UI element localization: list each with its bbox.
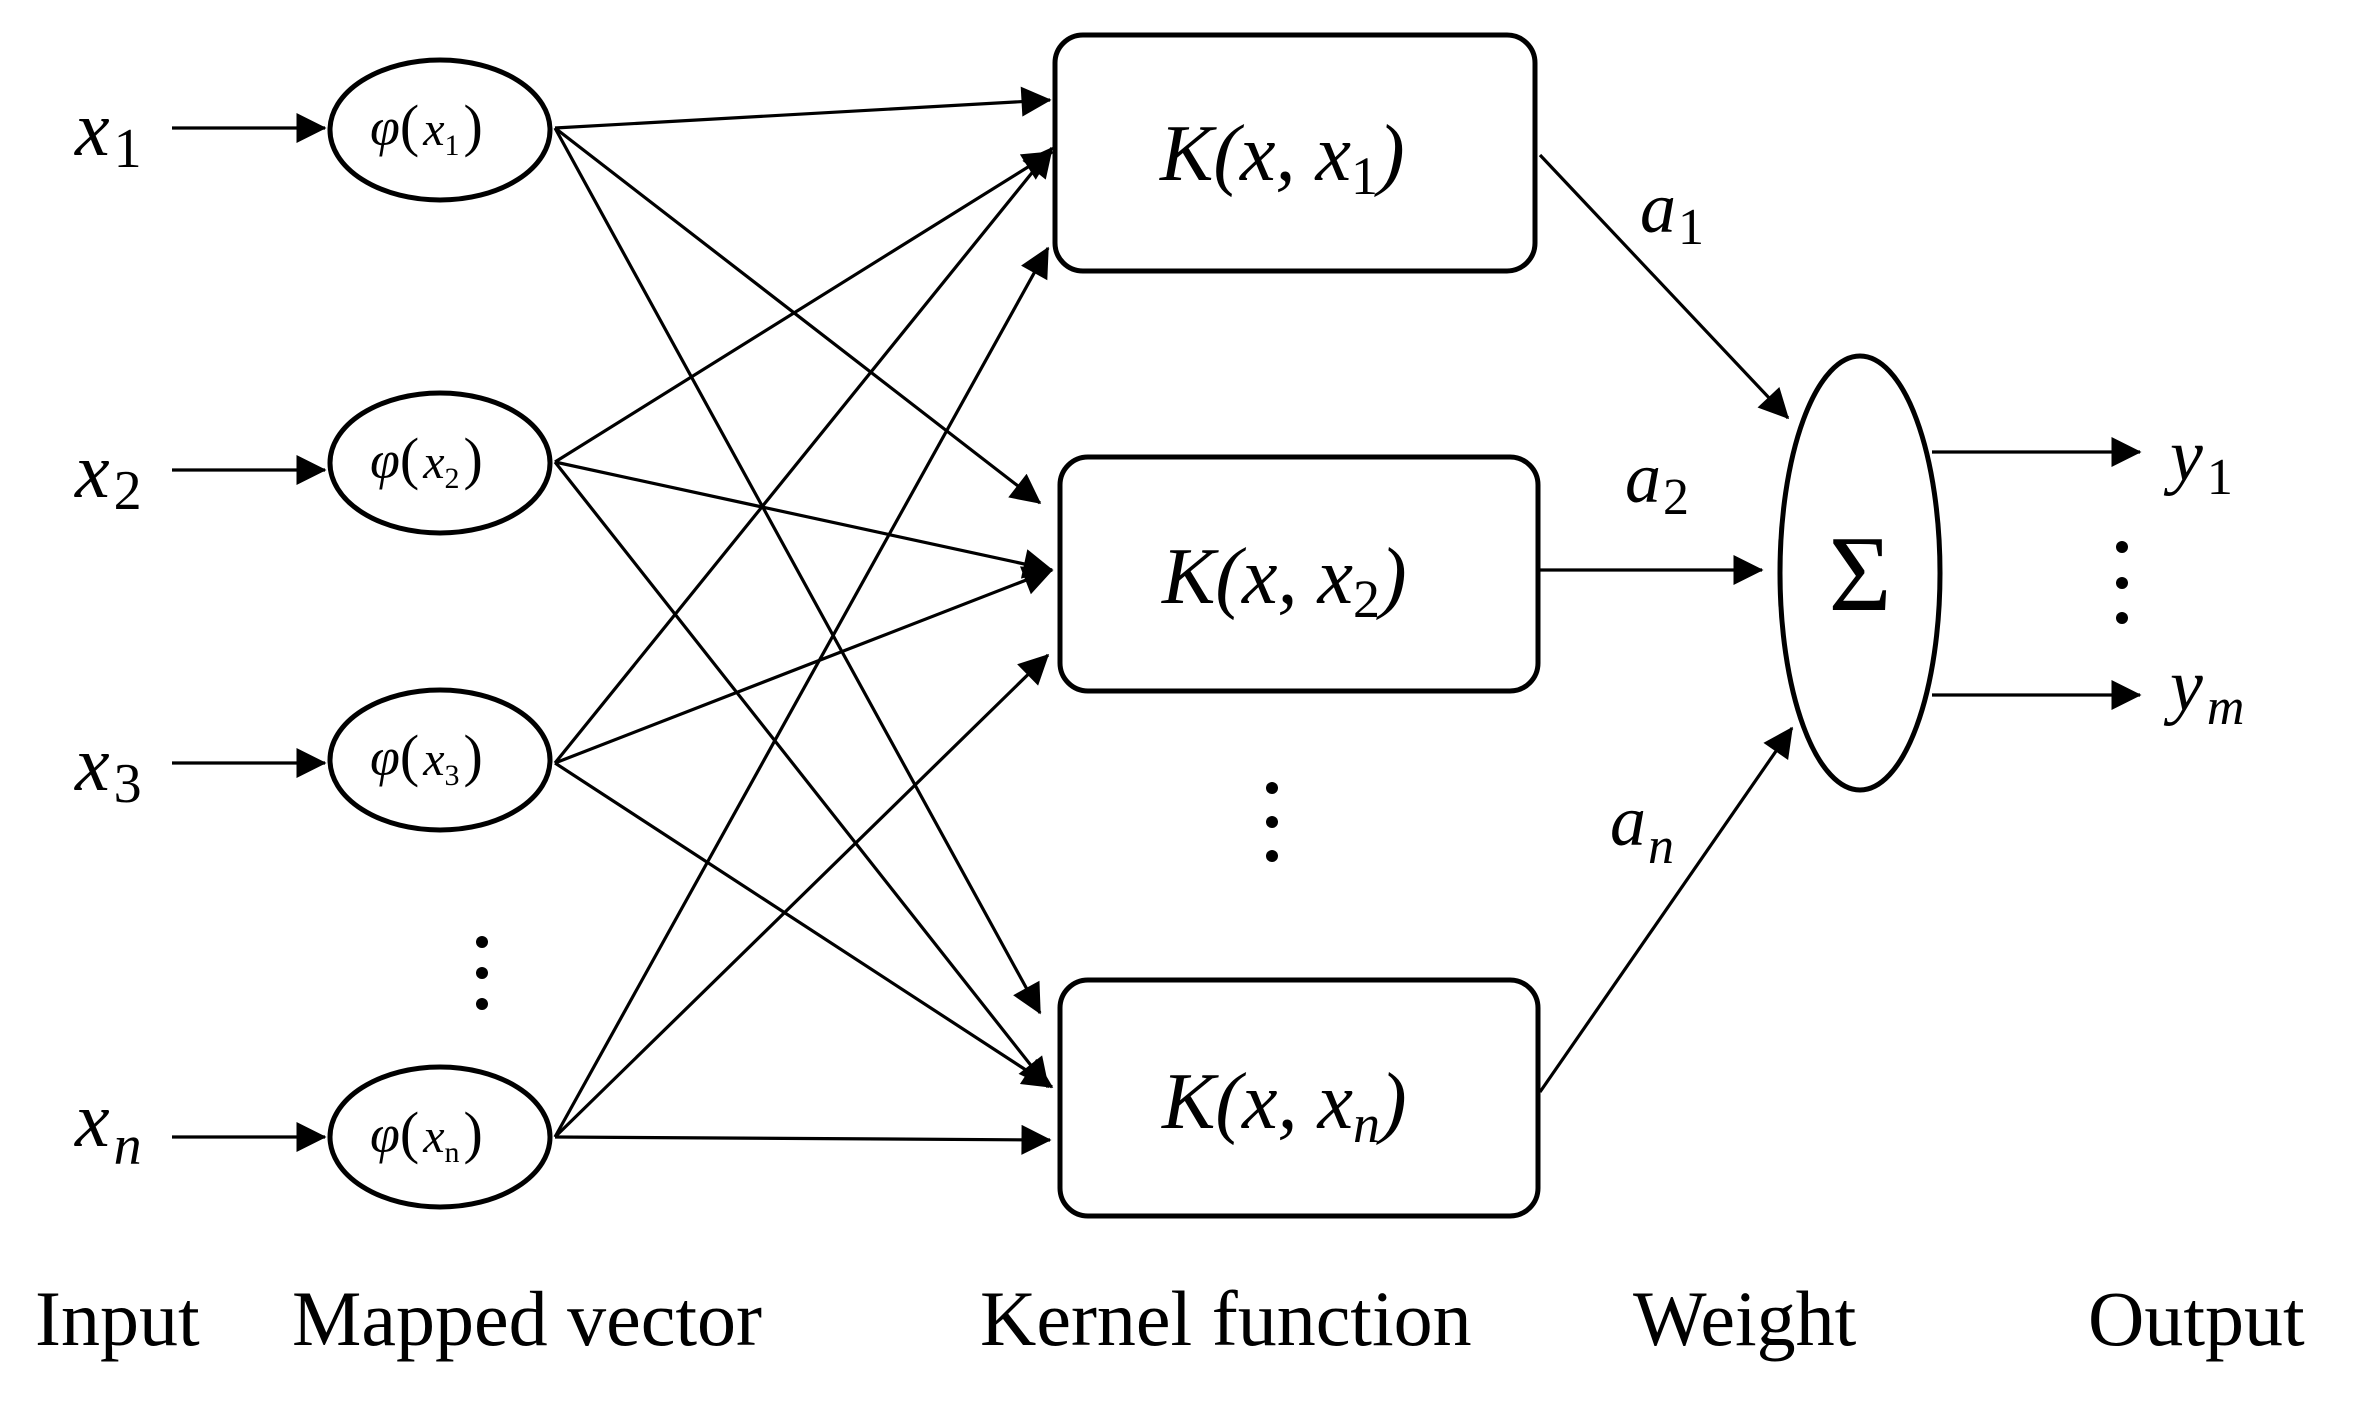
caption-output: Output [2088,1275,2305,1362]
weight-label-1: a1 [1640,168,1704,256]
mapped-node-ellipse [327,57,553,203]
arrow-kernel-1-to-sum [1538,153,1790,420]
output-vertical-ellipsis [2116,541,2128,624]
caption-mapped-vector: Mapped vector [292,1275,762,1362]
kernel-node-n: K(x, xn) [1057,977,1541,1219]
mapped-vertical-ellipsis [476,936,488,1010]
summation-node: Σ [1777,353,1943,793]
arrow-mapped-n-to-kernel-1 [553,246,1050,1138]
mapped-node-ellipse [327,1064,553,1210]
kernel-node-box [1057,977,1541,1219]
input-label-1: x1 [74,85,142,180]
arrow-mapped-n-to-kernel-2 [553,653,1050,1139]
arrow-mapped-1-to-kernel-1 [554,86,1052,130]
kernel-function-column: K(x, x1) K(x, x2) K(x, xn) [1052,32,1541,1219]
mapped-node-label: φ(xn) [370,1100,483,1169]
weight-label-n: an [1610,781,1674,875]
output-column: y1 ym [2116,415,2244,736]
input-label-2: x2 [74,427,142,522]
connection-arrows [172,86,2142,1155]
input-label-3: x3 [74,720,142,815]
arrow-mapped-3-to-kernel-n [554,761,1054,1089]
mapped-node-1: φ(x1) [327,57,553,203]
kernel-vertical-ellipsis [1266,782,1278,862]
weight-label-2: a2 [1625,438,1689,526]
mapped-node-3: φ(x3) [327,687,553,833]
arrow-kernel-n-to-sum [1538,726,1794,1093]
kernel-node-label: K(x, xn) [1161,1058,1407,1154]
column-captions: Input Mapped vector Kernel function Weig… [35,1275,2305,1362]
kernel-node-1: K(x, x1) [1052,32,1538,274]
mapped-node-label: φ(x1) [370,93,483,162]
caption-weight: Weight [1633,1275,1857,1362]
arrow-mapped-3-to-kernel-2 [554,566,1054,765]
input-column: x1 x2 x3 xn [74,85,142,1177]
arrow-mapped-2-to-kernel-n [553,461,1050,1089]
mapped-node-label: φ(x2) [370,426,483,495]
arrow-mapped-2-to-kernel-2 [554,460,1054,579]
kernel-node-label: K(x, x1) [1159,110,1405,206]
mapped-node-label: φ(x3) [370,723,483,792]
mapped-node-ellipse [327,390,553,536]
caption-kernel-function: Kernel function [980,1275,1472,1362]
summation-ellipse [1777,353,1943,793]
arrow-mapped-2-to-kernel-1 [554,150,1054,464]
kernel-node-label: K(x, x2) [1161,533,1407,629]
output-label-m: ym [2163,645,2244,736]
summation-symbol: Σ [1829,515,1892,634]
caption-input: Input [35,1275,200,1362]
mapped-node-ellipse [327,687,553,833]
output-label-1: y1 [2163,415,2233,506]
mapped-vector-column: φ(x1) φ(x2) φ(x3) φ(xn) [327,57,553,1210]
kernel-node-2: K(x, x2) [1057,454,1541,694]
mapped-node-2: φ(x2) [327,390,553,536]
kernel-node-box [1057,454,1541,694]
arrow-mapped-3-to-kernel-1 [553,146,1054,765]
arrow-mapped-1-to-kernel-2 [554,126,1042,505]
arrow-mapped-n-to-kernel-n [554,1124,1052,1155]
input-label-n: xn [74,1076,142,1177]
weight-labels: a1 a2 an [1610,168,1704,875]
arrow-mapped-1-to-kernel-n [553,127,1042,1015]
kernel-node-box [1052,32,1538,274]
mapped-node-n: φ(xn) [327,1064,553,1210]
